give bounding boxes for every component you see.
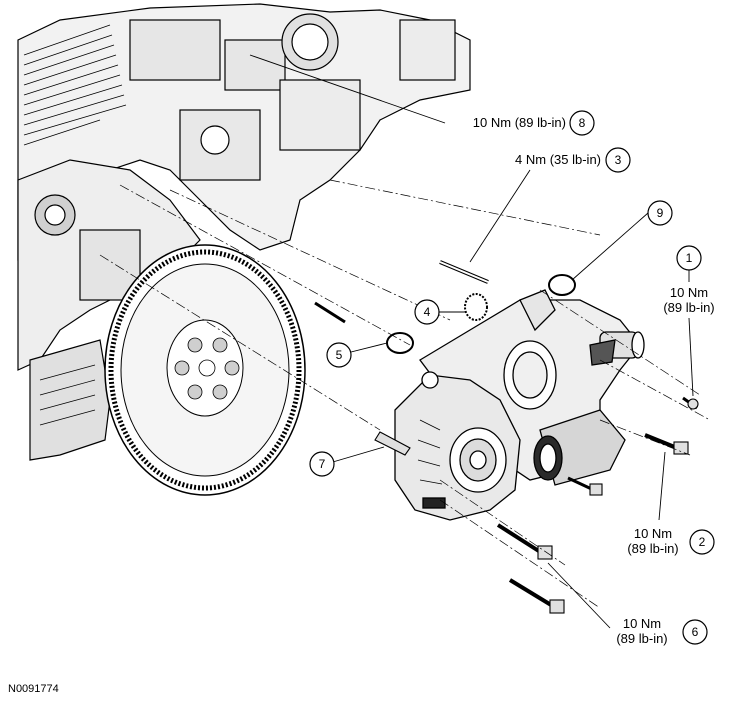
callout-numbers: 8 3 9 1 4 5 7 2 6 [319, 116, 706, 639]
torque-label-6-metric: 10 Nm [623, 616, 661, 631]
torque-label-2-imperial: (89 lb-in) [627, 541, 678, 556]
fasteners [314, 260, 699, 614]
torque-labels: 10 Nm (89 lb-in) 4 Nm (35 lb-in) 10 Nm (… [473, 115, 715, 646]
water-pump [394, 371, 521, 521]
torque-label-2-metric: 10 Nm [634, 526, 672, 541]
torque-label-6-imperial: (89 lb-in) [616, 631, 667, 646]
callout-bubbles [309, 110, 715, 645]
torque-label-1-imperial: (89 lb-in) [663, 300, 714, 315]
callout-6-number: 6 [692, 625, 699, 639]
alignment-lines [99, 179, 711, 609]
callout-7-number: 7 [319, 457, 326, 471]
callout-1-number: 1 [686, 251, 693, 265]
callout-8-number: 8 [579, 116, 586, 130]
callout-2-number: 2 [699, 535, 706, 549]
torque-label-1-metric: 10 Nm [670, 285, 708, 300]
torque-label-8: 10 Nm (89 lb-in) [473, 115, 566, 130]
callout-4-number: 4 [424, 305, 431, 319]
callout-9-number: 9 [657, 206, 664, 220]
callout-5-number: 5 [336, 348, 343, 362]
callout-3-number: 3 [615, 153, 622, 167]
torque-label-3: 4 Nm (35 lb-in) [515, 152, 601, 167]
leader-lines [249, 54, 694, 629]
flywheel [104, 244, 306, 496]
engine-block [17, 3, 471, 461]
thermostat-housing [419, 289, 645, 486]
figure-id: N0091774 [8, 683, 59, 695]
